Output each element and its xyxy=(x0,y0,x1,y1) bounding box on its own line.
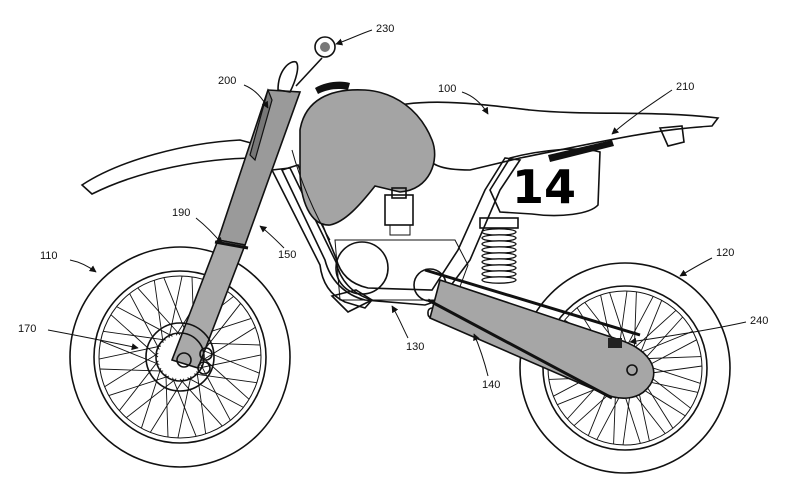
bar-end-sensor xyxy=(314,36,336,58)
number-plate xyxy=(489,148,601,217)
handlebar-grip xyxy=(277,61,299,93)
leader-200 xyxy=(243,84,269,109)
front-brake-disc xyxy=(145,322,215,392)
sensor-240 xyxy=(608,338,622,348)
shock-top-mount xyxy=(479,217,519,229)
drive-chain xyxy=(424,268,641,400)
leader-190 xyxy=(195,217,223,245)
number-plate-text: 14 xyxy=(512,160,576,214)
label-100: 100 xyxy=(438,83,456,95)
gas-cap xyxy=(315,81,350,94)
spoke xyxy=(116,306,173,337)
leader-150 xyxy=(259,225,285,249)
carburetor-top xyxy=(391,187,407,199)
label-130: 130 xyxy=(406,341,424,353)
carburetor xyxy=(384,194,414,226)
leader-140 xyxy=(473,333,489,377)
rear-axle xyxy=(626,364,638,376)
tail-tip xyxy=(658,125,685,147)
front-hub-body xyxy=(155,332,205,382)
front-fork xyxy=(170,88,302,369)
reference-leaders xyxy=(47,29,747,377)
skid-plate xyxy=(330,289,374,313)
label-230: 230 xyxy=(376,23,394,35)
shock-coil xyxy=(481,276,517,284)
leader-210 xyxy=(611,89,673,135)
spoke xyxy=(137,287,181,336)
front-rim-inner xyxy=(98,275,262,439)
brake-caliper-bottom xyxy=(197,361,211,375)
spoke xyxy=(187,377,244,408)
front-axle xyxy=(176,352,192,368)
spoke xyxy=(172,377,197,437)
label-170: 170 xyxy=(18,323,36,335)
spoke xyxy=(103,330,166,341)
spoke xyxy=(118,360,159,411)
handlebar xyxy=(277,36,336,93)
frame-downtube xyxy=(270,167,374,309)
label-200: 200 xyxy=(218,75,236,87)
leader-110 xyxy=(69,259,97,273)
spoke xyxy=(104,352,159,388)
front-rim-outer xyxy=(93,270,267,444)
label-240: 240 xyxy=(750,315,768,327)
reference-numerals: 230 200 100 210 110 120 190 150 170 130 … xyxy=(18,23,768,391)
spoke xyxy=(194,373,257,384)
spoke xyxy=(163,277,188,337)
spoke xyxy=(140,367,162,429)
seat-rear-fender xyxy=(378,101,720,171)
bar-end-sensor-center xyxy=(320,42,330,52)
label-140: 140 xyxy=(482,379,500,391)
label-150: 150 xyxy=(278,249,296,261)
brake-caliper-top xyxy=(199,347,213,361)
rear-shock xyxy=(479,217,519,284)
spoke xyxy=(98,345,161,360)
spoke xyxy=(165,373,169,438)
fuel-tank xyxy=(299,89,436,226)
leader-240 xyxy=(629,321,747,345)
front-fender xyxy=(80,139,264,195)
leader-120 xyxy=(679,257,713,277)
carburetor-base xyxy=(389,224,411,236)
front-tire-outer xyxy=(69,246,291,468)
rear-tire-outer xyxy=(519,262,731,474)
label-210: 210 xyxy=(676,81,694,93)
main-frame xyxy=(280,157,522,306)
label-110: 110 xyxy=(40,250,58,262)
radiator-shroud xyxy=(291,149,331,241)
front-hub xyxy=(145,322,215,392)
handlebar-bar xyxy=(295,57,323,87)
leader-230 xyxy=(335,29,373,46)
sensor-strip-210 xyxy=(548,140,614,162)
leader-100 xyxy=(461,91,489,115)
spoke xyxy=(201,303,242,354)
shock-spring xyxy=(481,228,517,284)
label-120: 120 xyxy=(716,247,734,259)
leader-170 xyxy=(47,329,139,351)
spoke xyxy=(179,378,223,427)
leader-130 xyxy=(391,305,409,339)
label-190: 190 xyxy=(172,207,190,219)
spoke xyxy=(200,349,260,374)
